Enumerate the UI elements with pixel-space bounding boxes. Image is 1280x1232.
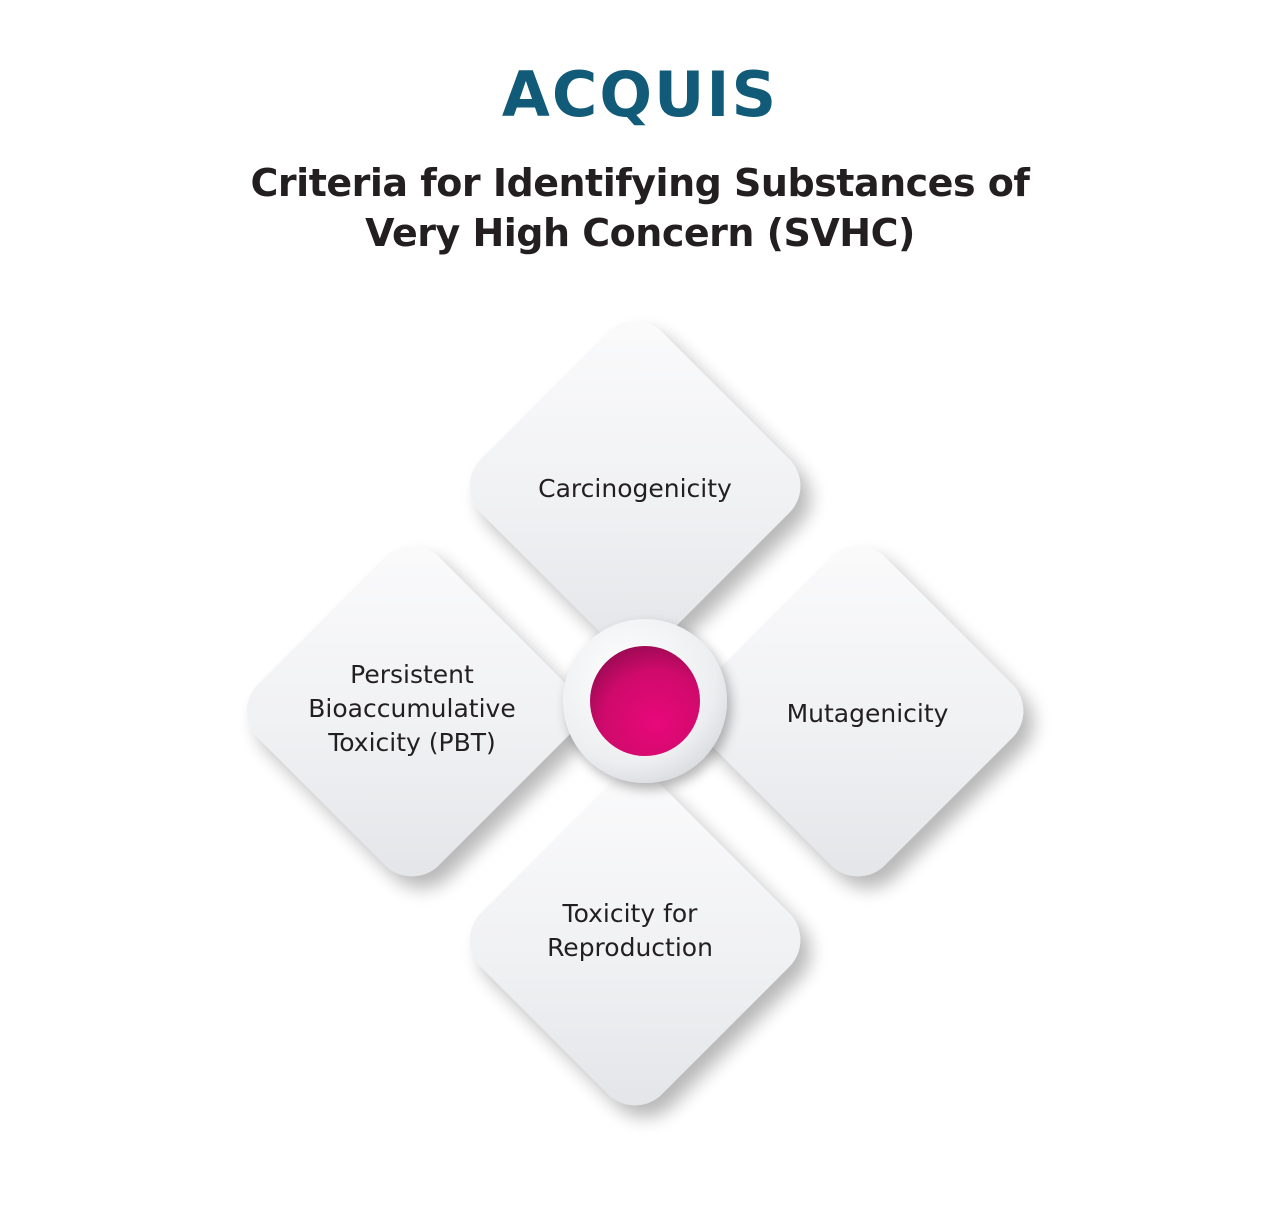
brand-name: ACQUIS [502, 58, 778, 128]
label-carcinogenicity: Carcinogenicity [538, 474, 732, 503]
tile-pbt [246, 545, 578, 877]
title-line-1: Criteria for Identifying Substances of [250, 161, 1030, 205]
acquis-logo: ACQUIS [502, 58, 778, 128]
tile-carcinogenicity [469, 320, 801, 652]
center-dot [590, 646, 700, 756]
page-title: Criteria for Identifying Substances of V… [0, 158, 1280, 258]
brand-logo: ACQUIS [0, 58, 1280, 128]
title-line-2: Very High Concern (SVHC) [365, 211, 915, 255]
label-pbt: Persistent Bioaccumulative Toxicity (PBT… [308, 660, 516, 757]
tile-reproduction [469, 774, 801, 1106]
label-reproduction: Toxicity for Reproduction [547, 899, 713, 962]
label-mutagenicity: Mutagenicity [786, 699, 949, 728]
tile-mutagenicity [692, 545, 1024, 877]
